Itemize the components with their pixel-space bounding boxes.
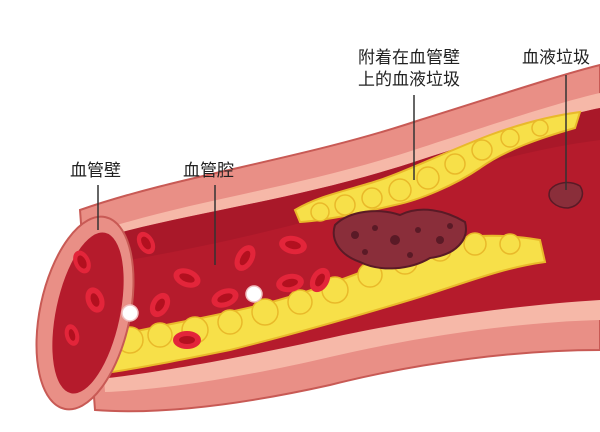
rbc <box>73 250 91 274</box>
rbc <box>149 292 171 318</box>
label-attached-debris: 附着在血管壁 上的血液垃圾 <box>334 47 484 91</box>
rbc <box>276 273 304 293</box>
rbc <box>173 268 201 288</box>
red-blood-cells <box>64 231 331 349</box>
rbc <box>64 324 80 346</box>
label-attached-debris-line1: 附着在血管壁 <box>358 48 460 68</box>
leader-lines <box>97 75 567 265</box>
rbc <box>309 267 331 293</box>
rbc <box>173 331 201 349</box>
plaque-top-bumps <box>310 119 549 222</box>
white-blood-cell <box>121 304 139 322</box>
label-blood-debris: 血液垃圾 <box>522 48 590 68</box>
label-lumen: 血管腔 <box>183 161 234 181</box>
floating-debris <box>548 181 584 209</box>
label-vessel-wall: 血管壁 <box>70 161 121 181</box>
attached-debris <box>332 208 467 270</box>
rbc <box>136 231 156 255</box>
rbc <box>279 235 307 255</box>
rbc <box>234 245 256 271</box>
label-attached-debris-line2: 上的血液垃圾 <box>358 70 460 90</box>
vessel-opening-inner <box>52 232 124 394</box>
rbc <box>211 288 239 308</box>
rbc <box>85 287 105 313</box>
white-blood-cell <box>245 285 263 303</box>
